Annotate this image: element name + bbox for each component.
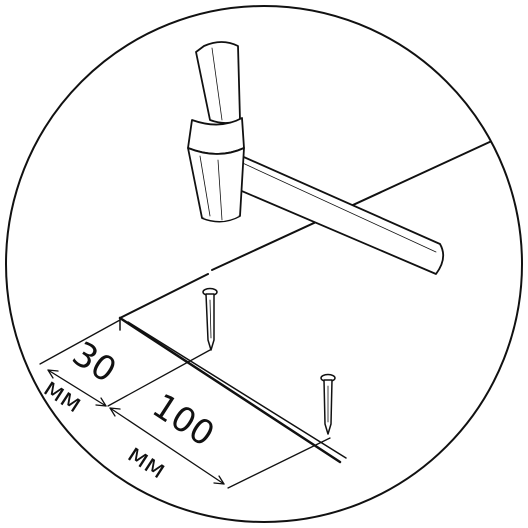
nail-icon <box>320 373 336 435</box>
panel-edge-line <box>119 127 521 319</box>
dimension-arrows <box>47 369 225 485</box>
hammer-icon <box>187 41 445 275</box>
nail-icon <box>202 287 218 351</box>
detail-circle-frame <box>5 5 523 523</box>
dimension-extension-lines <box>39 319 331 489</box>
